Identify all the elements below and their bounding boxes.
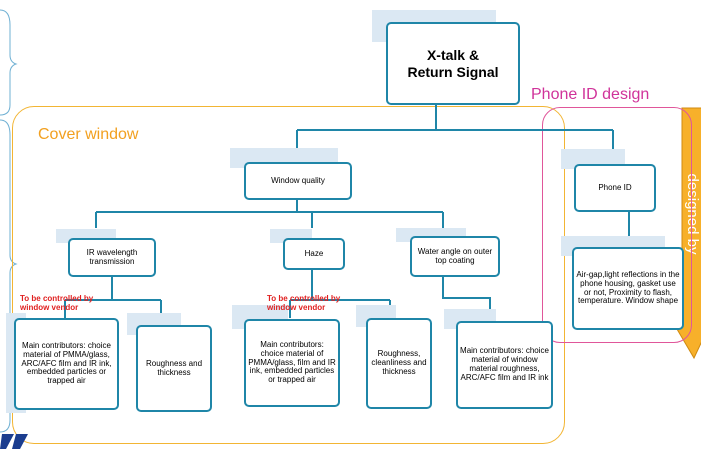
haze-contributors-node: Main contributors: choice material of PM… [244,319,340,407]
ir-contributors-node: Main contributors: choice material of PM… [14,318,119,410]
vendor-control-label-2: To be controlled by window vendor [267,294,341,312]
root-line1: X-talk & [426,46,480,63]
phone-id-design-title: Phone ID design [531,86,650,103]
left-brace [0,9,18,433]
phone-id-region [542,107,692,343]
ir-transmission-node: IR wavelength transmission [68,238,156,277]
haze-node: Haze [283,238,345,270]
root-node: X-talk & Return Signal [386,22,520,105]
cover-window-region [12,106,565,444]
cover-window-title: Cover window [38,126,139,143]
company-logo-fragment [0,434,28,449]
roughness-cleanliness-node: Roughness, cleanliness and thickness [366,318,432,409]
window-quality-node: Window quality [244,162,352,200]
roughness-thickness-node: Roughness and thickness [136,325,212,412]
phone-id-details-node: Air-gap,light reflections in the phone h… [572,247,684,330]
water-angle-node: Water angle on outer top coating [410,236,500,277]
water-contributors-node: Main contributors: choice material of wi… [456,321,553,409]
phone-id-node: Phone ID [574,164,656,212]
root-line2: Return Signal [407,63,499,80]
vendor-control-label-1: To be controlled by window vendor [20,294,94,312]
